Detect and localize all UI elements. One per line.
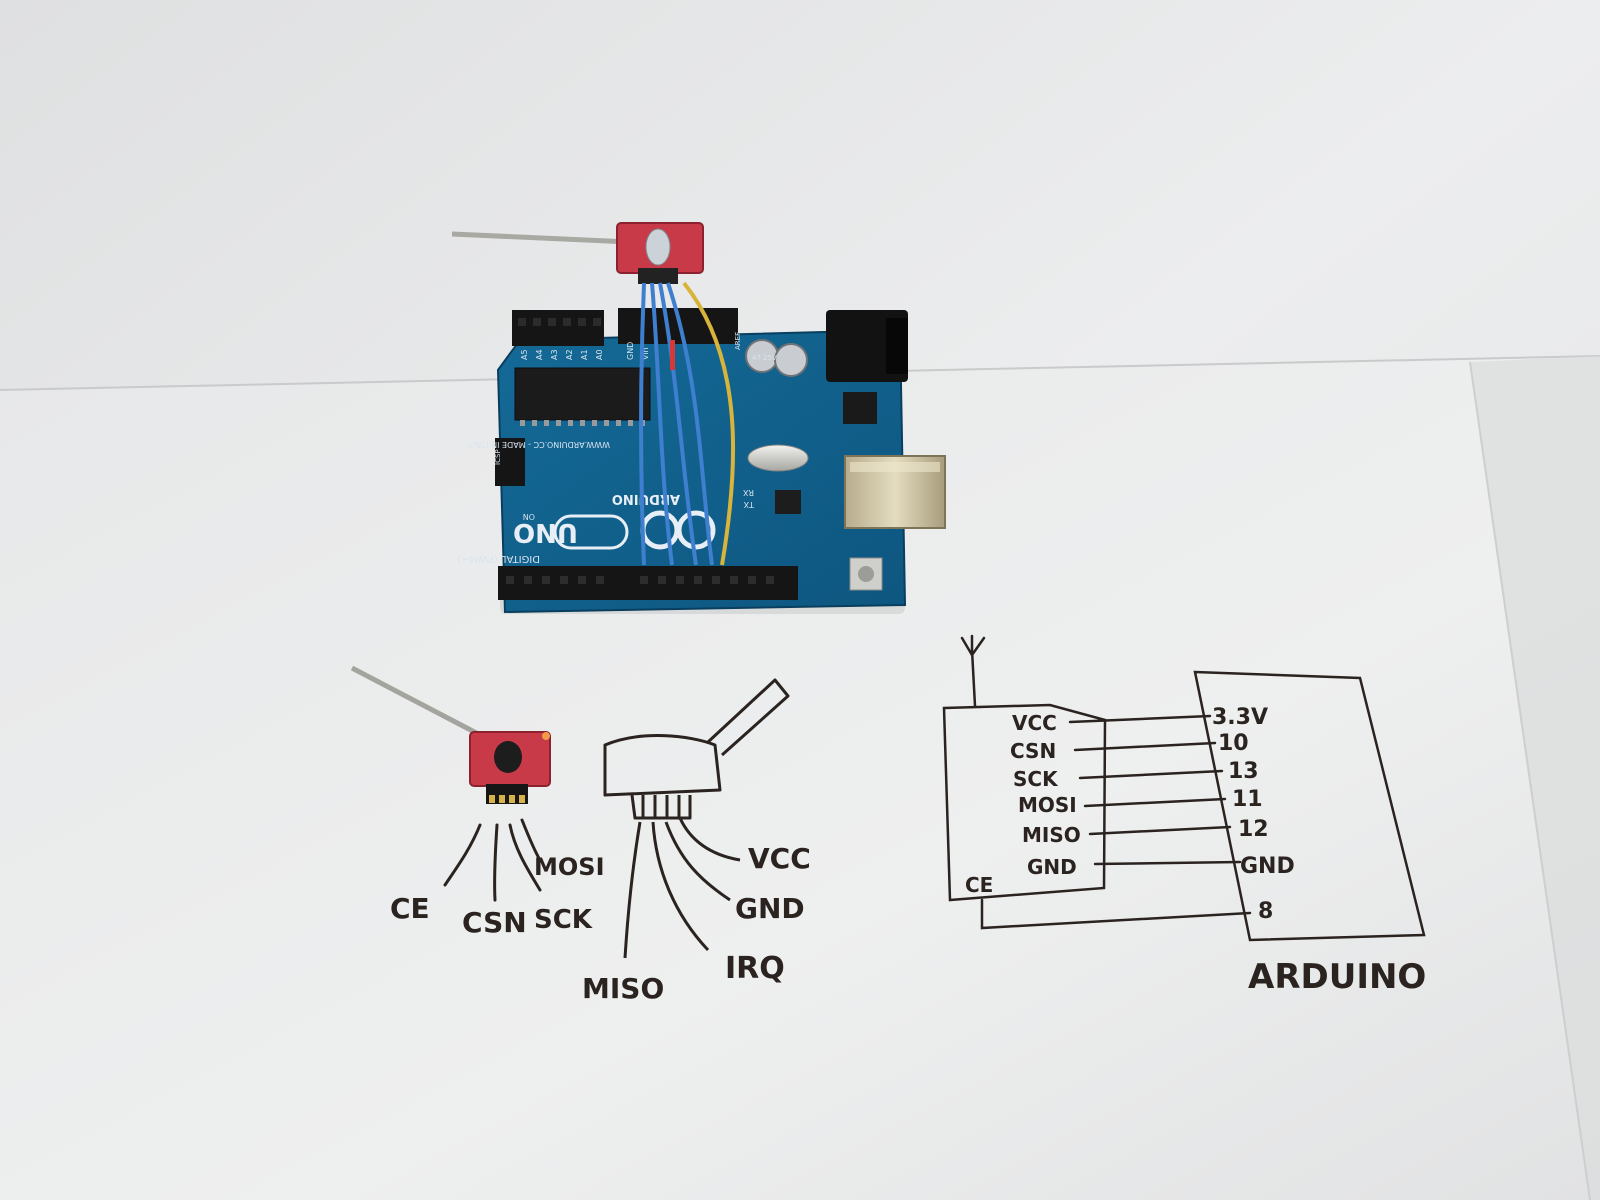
digital-header-label: DIGITAL (PWM~) [457, 553, 540, 564]
sketch-left-line-ce [443, 823, 482, 887]
wire-vcc-3v3 [1068, 714, 1212, 724]
voltage-regulator [843, 392, 877, 424]
sketch-left-label-csn: CSN [462, 906, 527, 939]
sketch-middle-line-vcc [678, 817, 741, 862]
rx-label: RX [742, 488, 754, 497]
rf-chip-loose [494, 741, 522, 773]
sketch-left-line-csn [493, 823, 499, 902]
paper-side-sheet [1470, 356, 1600, 1200]
arduino-pin-13: 13 [1228, 759, 1259, 784]
antenna-wire-top [451, 231, 631, 245]
paper-sheet-bottom [0, 355, 1600, 1200]
wire-yellow [682, 281, 736, 566]
power-jack-side [886, 318, 908, 374]
sketch-arduino-pin-labels: 3.3V 10 13 11 12 GND 8 [1212, 705, 1295, 924]
wire-sck-13 [1078, 769, 1224, 780]
wire-blue-4 [666, 282, 714, 566]
pin-label-vin: Vin [641, 347, 650, 360]
wire-miso-12 [1088, 825, 1232, 836]
board-brand-label: ARDUINO [612, 491, 680, 506]
board-url-label: WWW.ARDUINO.CC - MADE IN ITALY [468, 440, 610, 449]
pin-label-a5: A5 [520, 349, 529, 360]
sketch-wiring-diagram [942, 634, 1426, 942]
sketch-module-body [603, 734, 722, 797]
sketch-middle-line-gnd [664, 821, 731, 902]
on-label: ON [523, 512, 535, 521]
arduino-pin-gnd: GND [1240, 854, 1295, 879]
wire-gnd-gnd [1093, 860, 1242, 866]
arduino-pin-10: 10 [1218, 731, 1249, 756]
module-pin-vcc: VCC [1012, 711, 1057, 735]
sketch-left-label-mosi: MOSI [534, 853, 605, 881]
arduino-pin-12: 12 [1238, 817, 1269, 842]
sketch-antenna [706, 678, 790, 757]
paper-side-edge [1469, 361, 1591, 1200]
sketch-middle-line-irq [651, 821, 710, 952]
wire-csn-10 [1073, 741, 1217, 752]
sketch-pins [641, 795, 681, 818]
analog-header [512, 310, 604, 346]
wire-ce-8 [980, 898, 1252, 930]
pin-label-a2: A2 [565, 349, 574, 360]
sketch-left-line-sck [508, 823, 542, 892]
analog-pin-labels: A5 A4 A3 A2 A1 A0 [520, 349, 604, 360]
board-model-label: UNO [513, 517, 578, 547]
icsp-label: ICSP [494, 449, 502, 465]
rf-module-top [451, 222, 736, 566]
sketch-left-pinout [443, 818, 542, 902]
wire-red-stub [670, 340, 675, 370]
sketch-middle-label-gnd: GND [735, 892, 805, 925]
sketch-middle-label-vcc: VCC [748, 842, 811, 875]
rf-module-loose [350, 665, 551, 804]
sketch-arduino-label: ARDUINO [1248, 957, 1426, 997]
capacitors: 47 25V [745, 339, 808, 377]
pin-label-gnd: GND [626, 342, 635, 360]
crystal [747, 444, 809, 472]
rf-pin-header-top [638, 268, 678, 284]
pin-label-a1: A1 [580, 349, 589, 360]
sketch-antenna-symbol [960, 634, 986, 708]
power-pin-labels: GND Vin [626, 342, 650, 360]
sketch-left-label-ce: CE [390, 892, 430, 925]
arduino-pin-3v3: 3.3V [1212, 705, 1268, 730]
sketch-middle-label-miso: MISO [582, 972, 664, 1005]
tx-label: TX [743, 500, 755, 509]
wire-blue-3 [658, 282, 698, 566]
sketch-left-line-mosi [520, 818, 542, 862]
antenna-wire-loose [350, 665, 488, 741]
arduino-pin-11: 11 [1232, 787, 1263, 812]
rf-antenna-coil-top [645, 228, 671, 266]
pin-label-a0: A0 [595, 349, 604, 360]
sketch-left-label-sck: SCK [534, 905, 593, 935]
sketch-middle-module [603, 678, 790, 959]
module-pin-csn: CSN [1010, 739, 1056, 763]
sketch-arduino-box [1193, 670, 1426, 942]
module-pin-gnd: GND [1027, 855, 1077, 879]
jumper-wires [639, 281, 736, 566]
module-pin-sck: SCK [1013, 767, 1059, 791]
wire-mosi-11 [1083, 797, 1227, 808]
sketch-pin-header [630, 794, 692, 820]
arduino-pin-8: 8 [1258, 899, 1273, 924]
usb-chip [775, 490, 801, 514]
aref-label: AREF [734, 332, 742, 350]
module-pin-mosi: MOSI [1018, 793, 1077, 817]
rf-pin-header-loose [486, 784, 528, 804]
wire-blue-1 [639, 282, 646, 566]
icsp-header [495, 438, 525, 486]
sketch-middle-label-irq: IRQ [725, 951, 785, 986]
sketch-middle-line-miso [623, 821, 642, 959]
wire-blue-2 [650, 282, 674, 566]
sketch-module-pin-labels: VCC CSN SCK MOSI MISO GND CE [965, 711, 1081, 897]
module-pin-ce: CE [965, 873, 993, 897]
rf-led [542, 732, 550, 740]
pin-label-a4: A4 [535, 349, 544, 360]
uno-badge [553, 514, 629, 550]
pin-label-a3: A3 [550, 349, 559, 360]
cap-label: 47 25V [752, 354, 777, 362]
atmega-chip [514, 367, 651, 421]
module-pin-miso: MISO [1022, 823, 1081, 847]
